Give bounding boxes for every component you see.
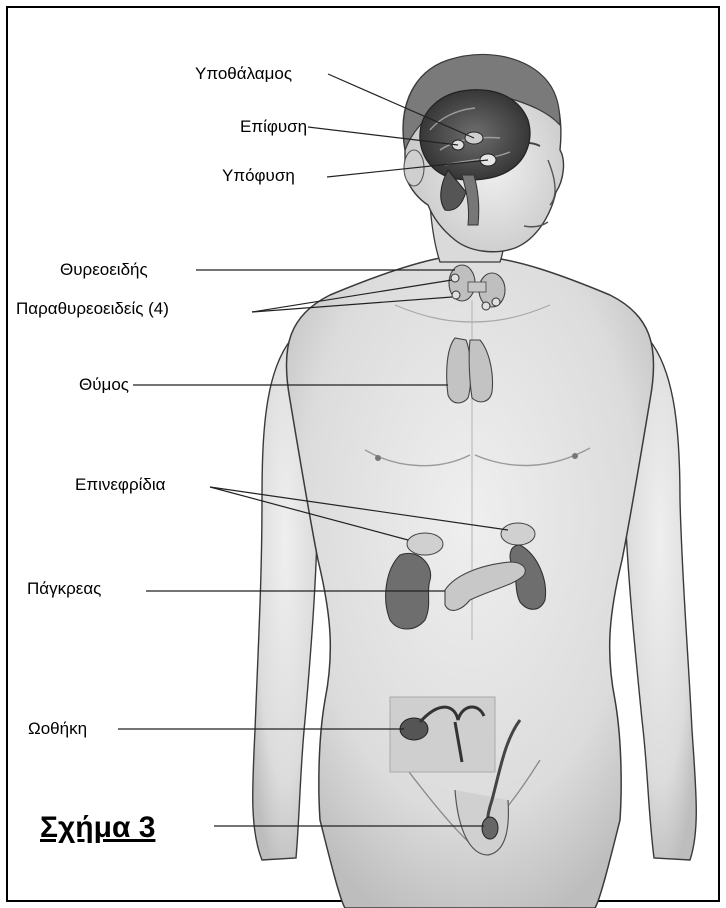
label-ovary: Ωοθήκη xyxy=(28,720,87,737)
label-hypothalamus: Υποθάλαμος xyxy=(195,65,292,82)
label-pancreas: Πάγκρεας xyxy=(27,580,101,597)
label-pituitary: Υπόφυση xyxy=(222,167,295,184)
head xyxy=(403,55,563,252)
label-thymus: Θύμος xyxy=(79,376,129,393)
figure-caption: Σχήμα 3 xyxy=(40,813,155,843)
label-parathyroids: Παραθυρεοειδείς (4) xyxy=(16,300,169,317)
label-adrenals: Επινεφρίδια xyxy=(75,476,165,493)
ovary-inset xyxy=(390,697,495,772)
label-thyroid: Θυρεοειδής xyxy=(60,261,148,278)
label-pineal: Επίφυση xyxy=(240,118,307,135)
body-silhouette xyxy=(253,200,697,908)
